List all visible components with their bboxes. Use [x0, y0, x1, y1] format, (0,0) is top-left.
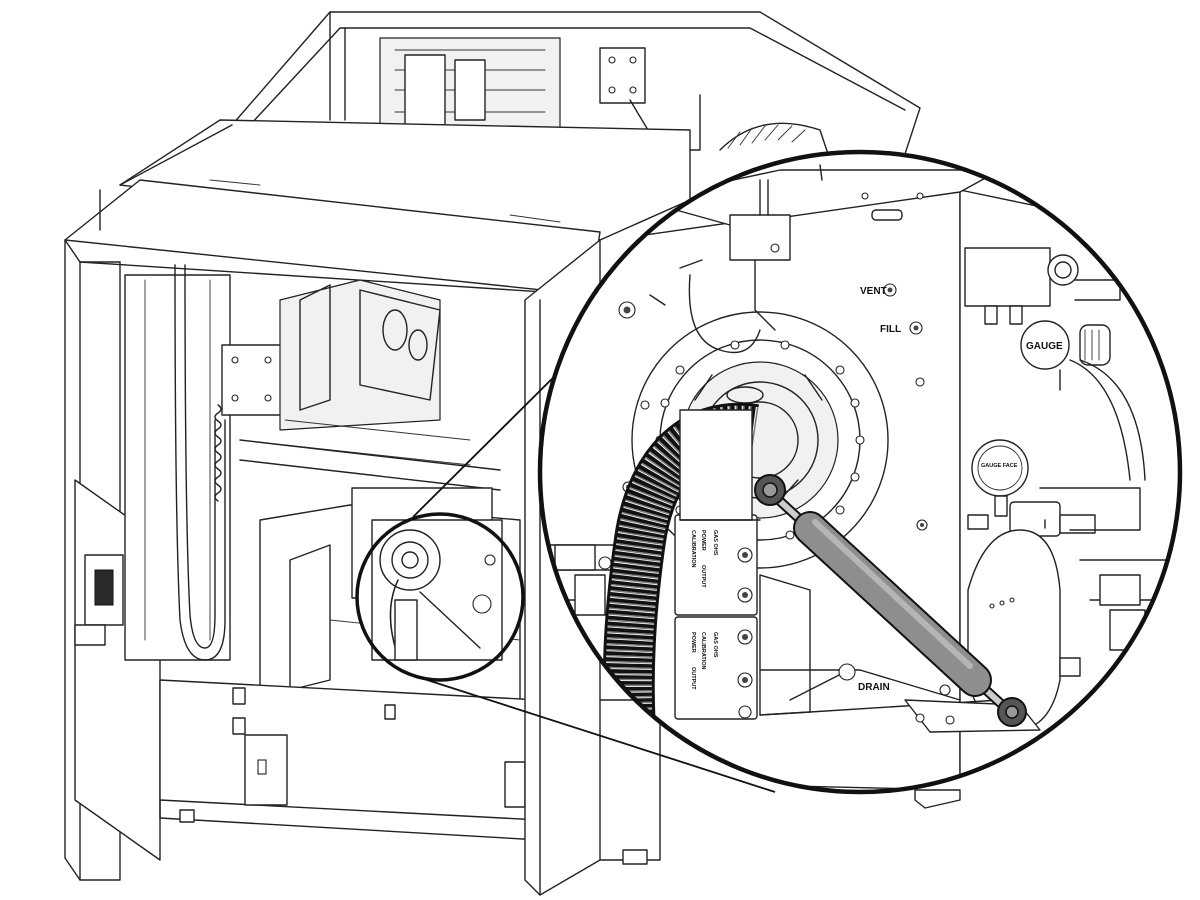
hose-clamp-plate — [679, 409, 753, 521]
callout-line-bottom — [420, 677, 776, 793]
gauge-label: GAUGE — [1026, 341, 1063, 352]
gauge-knob — [1020, 320, 1070, 370]
detail-callout-ring — [537, 149, 1183, 795]
calibration-label-upper: CALIBRATION — [690, 530, 696, 568]
pressure-gauge: GAUGE FACE — [967, 439, 1141, 537]
top-mount-block — [729, 214, 791, 261]
power-label-upper: POWER — [700, 530, 706, 551]
strut-actuator — [754, 474, 1027, 727]
output-label-lower: OUTPUT — [690, 667, 696, 690]
gantry-motor — [404, 54, 446, 126]
foot — [622, 849, 648, 865]
calibration-label-lower: CALIBRATION — [700, 632, 706, 670]
vent-label: VENT — [860, 286, 887, 297]
wire-hook — [688, 274, 761, 354]
left-column — [124, 274, 231, 661]
gauge-face-label: GAUGE FACE — [981, 463, 1018, 469]
coil-spring — [214, 404, 222, 502]
detail-callout: VENT FILL GAUGE — [537, 149, 1183, 795]
gauge-assembly: GAUGE — [964, 247, 1146, 481]
small-callout — [355, 512, 525, 682]
cable-loop — [174, 264, 226, 661]
connector-box-upper: CALIBRATION POWER OUTPUT GAS OHS — [674, 514, 758, 616]
roof-panel-front — [64, 179, 601, 296]
connector-box-lower: POWER OUTPUT CALIBRATION GAS OHS — [674, 616, 758, 720]
z-axis-carriage — [221, 344, 283, 416]
vessel-top-plate — [639, 169, 1001, 226]
drain-port — [838, 663, 856, 681]
door-latch — [84, 554, 124, 626]
output-label-upper: OUTPUT — [700, 565, 706, 588]
drain-label: DRAIN — [858, 682, 890, 693]
gauge-valve-block — [964, 247, 1051, 307]
power-label-lower: POWER — [690, 632, 696, 653]
gas-ohs-label-upper: GAS OHS — [712, 530, 718, 556]
gantry-plate — [599, 47, 646, 104]
gas-ohs-label-lower: GAS OHS — [712, 632, 718, 658]
front-base-panel — [159, 679, 541, 821]
tool-carousel — [719, 122, 831, 161]
fill-label: FILL — [880, 324, 901, 335]
